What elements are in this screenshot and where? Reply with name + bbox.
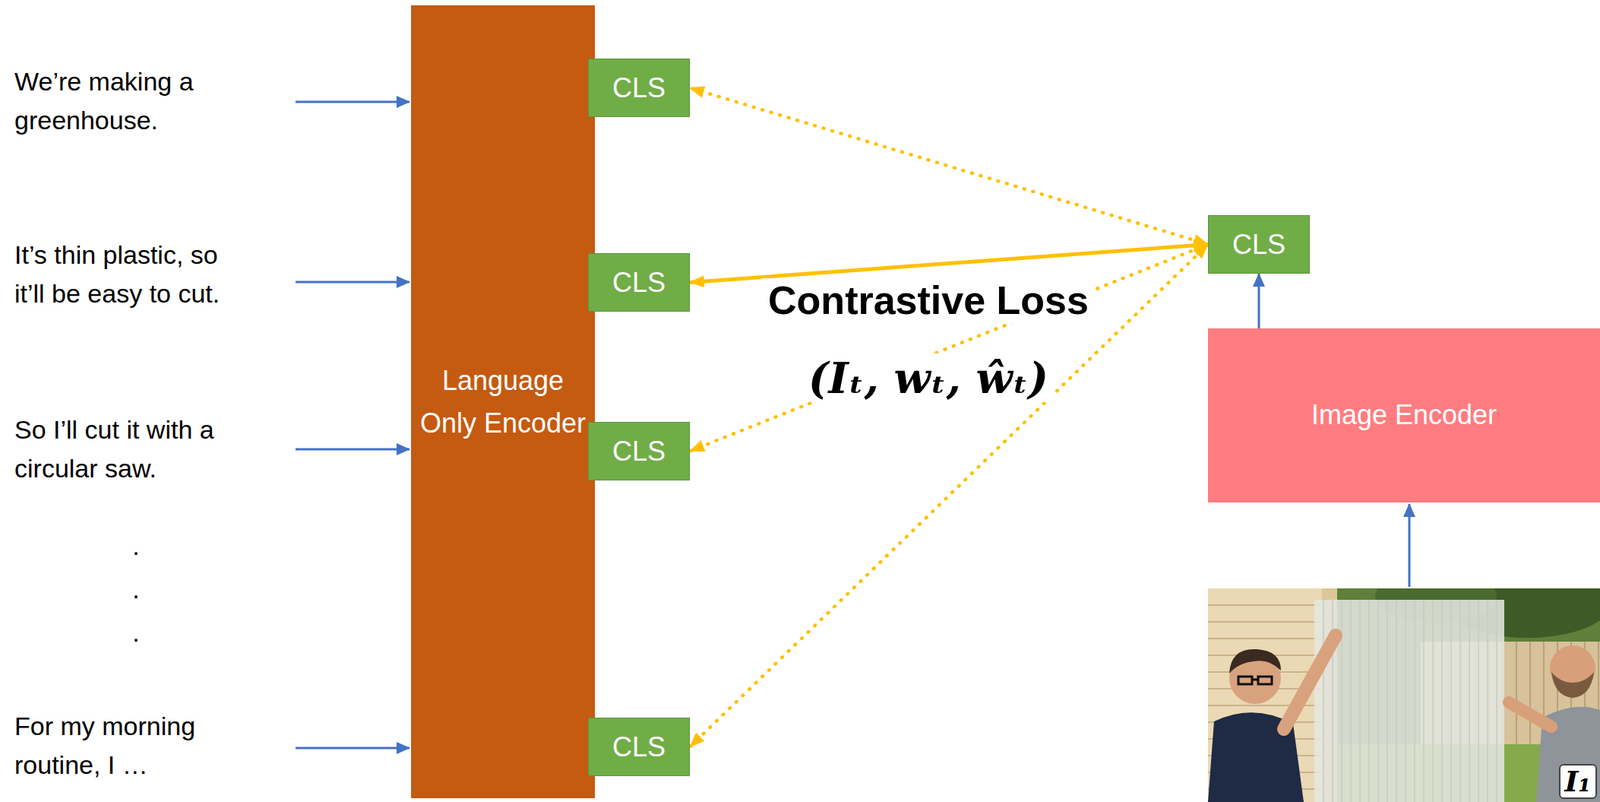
input-arrow	[295, 281, 410, 284]
person-right-arm	[1508, 701, 1552, 727]
node-text: Language Only Encoder	[418, 359, 588, 445]
beard	[1551, 671, 1594, 698]
node-text: CLS	[612, 434, 666, 468]
ellipsis-dot: .	[132, 530, 140, 562]
cls-token: CLS	[588, 252, 690, 312]
transcript-sentence: For my morning routine, I …	[14, 706, 243, 785]
encoder-box: Language Only Encoder	[411, 5, 595, 798]
cls-token: CLS	[588, 58, 690, 117]
transcript-sentence: It’s thin plastic, so it’ll be easy to c…	[14, 235, 243, 314]
node-text: CLS	[612, 730, 666, 763]
loss-label: Contrastive Loss	[762, 278, 1095, 324]
person-left-hair	[1229, 648, 1281, 674]
connector	[689, 244, 1208, 283]
loss-formula: (Iₜ, wₜ, ŵₜ)	[802, 353, 1055, 402]
connector	[689, 244, 1208, 747]
transcript-sentence: So I’ll cut it with a circular saw.	[14, 410, 243, 488]
person-left-arm	[1283, 635, 1336, 729]
node-text: CLS	[612, 265, 666, 299]
panel-ribs	[1323, 599, 1497, 802]
node-text: CLS	[612, 71, 666, 105]
plastic-panel	[1314, 599, 1505, 802]
input-arrow	[295, 101, 410, 104]
input-arrow	[295, 448, 410, 451]
ellipsis-dot: .	[132, 573, 140, 605]
transcript-sentence: We’re making a greenhouse.	[14, 62, 243, 140]
frame-tag: I₁	[1558, 763, 1597, 799]
node-text: Image Encoder	[1311, 397, 1497, 434]
connector	[689, 88, 1208, 245]
connector	[689, 244, 1208, 452]
cls-token: CLS	[588, 717, 690, 776]
connector	[1258, 273, 1261, 329]
ellipsis-dot: .	[132, 616, 140, 649]
input-arrow	[1408, 503, 1411, 587]
glasses	[1238, 676, 1272, 684]
node-text: CLS	[1232, 227, 1286, 261]
cls-token: CLS	[588, 421, 690, 481]
encoder-box: Image Encoder	[1207, 328, 1600, 503]
cls-token: CLS	[1207, 215, 1310, 274]
input-arrow	[295, 746, 410, 750]
video-frame	[1207, 569, 1600, 802]
